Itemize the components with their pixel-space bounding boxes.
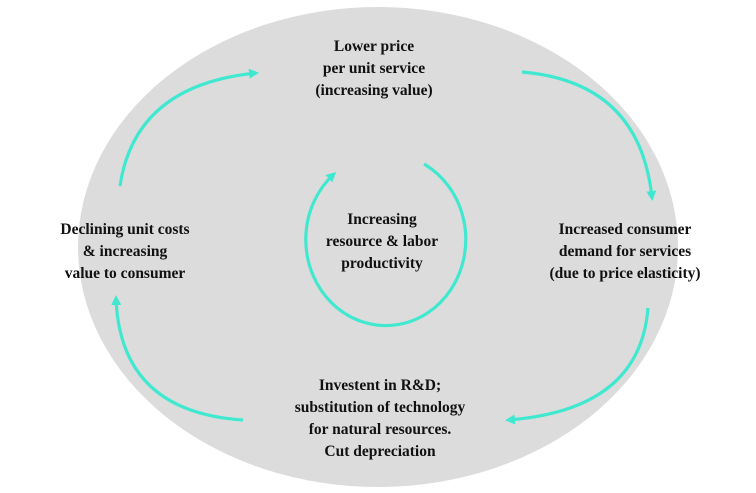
node-bottom-line-2: substitution of technology (294, 399, 466, 416)
node-lower-price: Lower price per unit service (increasing… (244, 36, 504, 102)
node-bottom-line-3: for natural resources. (308, 421, 452, 438)
arrow-bottom-to-left (111, 295, 244, 422)
node-increased-demand: Increased consumer demand for services (… (510, 219, 740, 285)
node-right-line-1: Increased consumer (558, 221, 692, 238)
node-bottom-line-4: Cut depreciation (324, 443, 436, 460)
node-left-line-1: Declining unit costs (60, 221, 190, 238)
node-top-line-2: per unit service (322, 60, 426, 77)
node-declining-unit-costs: Declining unit costs & increasing value … (20, 219, 230, 285)
background-ellipse (78, 7, 678, 487)
node-center-line-1: Increasing (347, 211, 417, 228)
node-investment-rd: Investent in R&D; substitution of techno… (250, 375, 510, 463)
node-center-line-3: productivity (341, 255, 423, 272)
arrow-left-to-top (118, 68, 259, 187)
node-productivity: Increasing resource & labor productivity (292, 209, 472, 275)
node-bottom-line-1: Investent in R&D; (318, 377, 442, 394)
node-left-line-2: & increasing (82, 243, 168, 260)
arrow-top-to-right (521, 70, 657, 201)
node-top-line-3: (increasing value) (315, 82, 433, 99)
node-left-line-3: value to consumer (64, 265, 186, 282)
node-center-line-2: resource & labor (325, 233, 439, 250)
node-right-line-3: (due to price elasticity) (549, 265, 701, 282)
arrow-right-to-bottom (505, 307, 650, 425)
node-right-line-2: demand for services (558, 243, 692, 260)
arrow-center-loop (304, 162, 468, 328)
node-top-line-1: Lower price (333, 38, 415, 55)
